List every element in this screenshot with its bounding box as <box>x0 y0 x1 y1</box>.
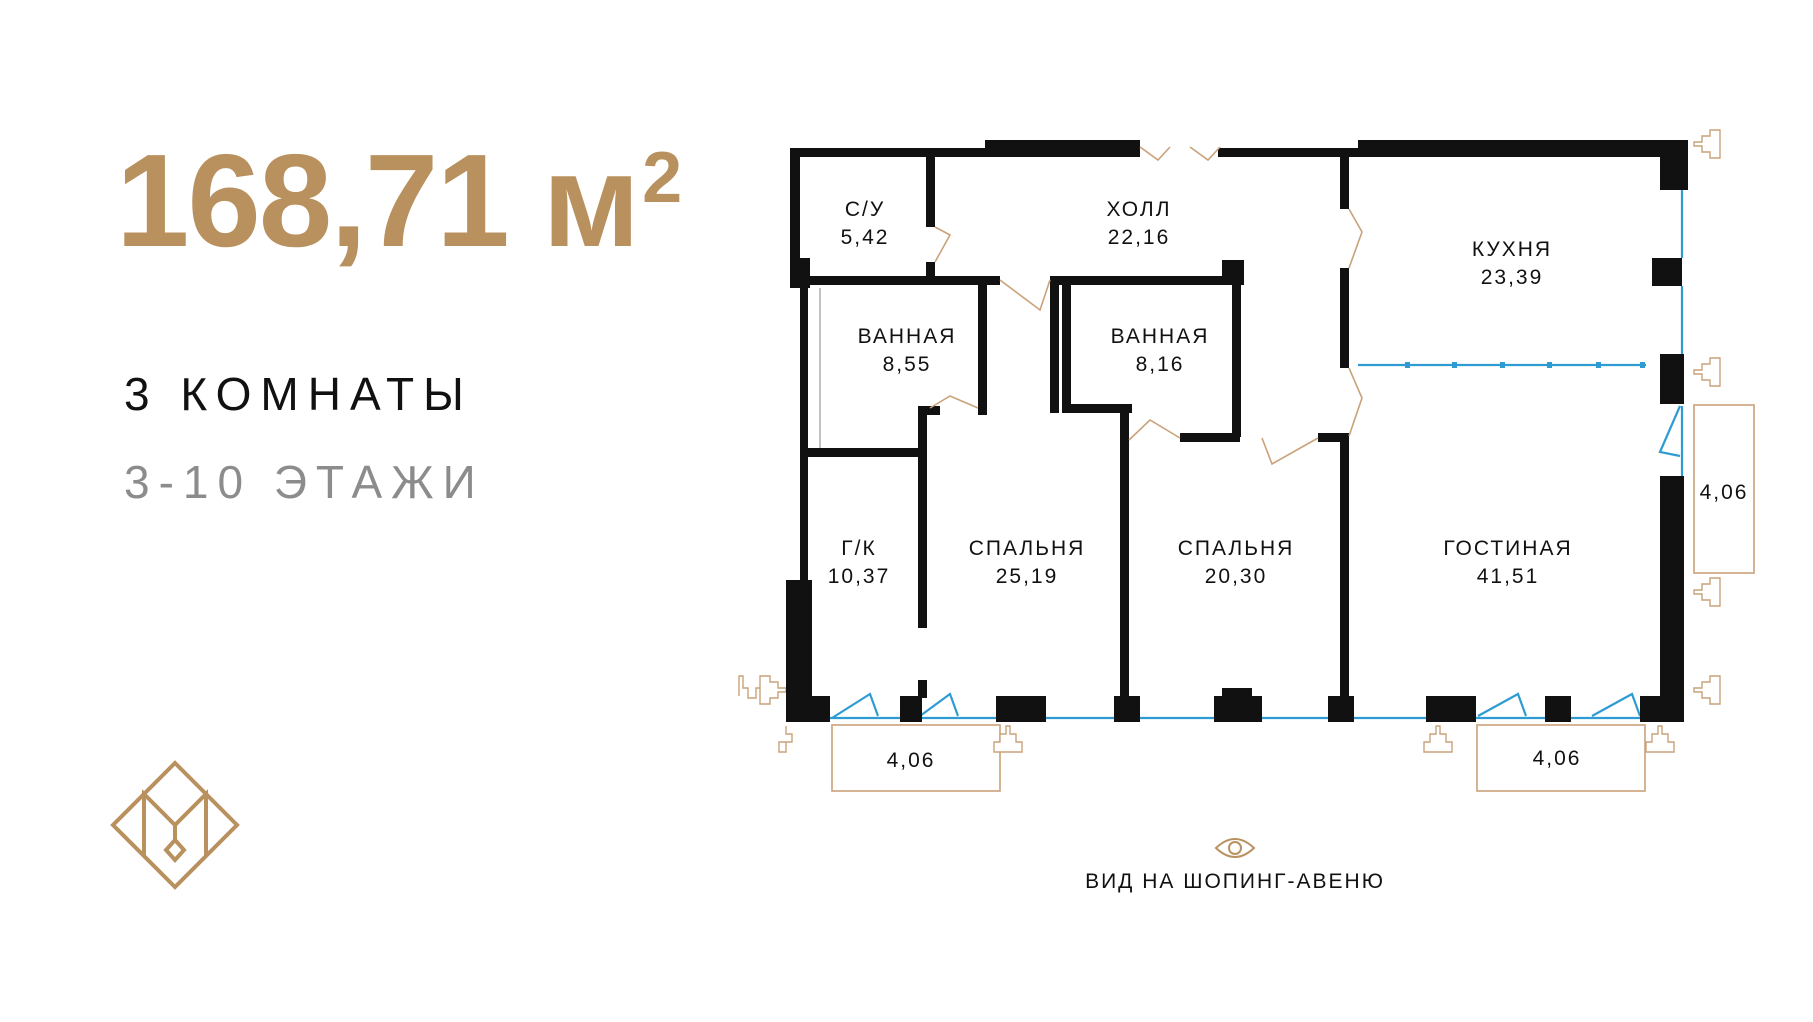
room-living-area: 41,51 <box>1477 565 1540 588</box>
door <box>1139 146 1171 162</box>
rooms-count: 3 КОМНАТЫ <box>124 368 473 420</box>
room-bed1-name: СПАЛЬНЯ <box>969 537 1086 560</box>
door <box>999 279 1051 312</box>
windows <box>830 190 1684 720</box>
pilaster <box>1693 577 1721 607</box>
room-bed2-name: СПАЛЬНЯ <box>1178 537 1295 560</box>
window-leaf <box>919 692 960 717</box>
area-value: 168,71 м <box>116 127 640 274</box>
door <box>1348 367 1363 437</box>
facade-pilasters <box>738 129 1721 753</box>
balcony-bottom-right <box>1476 724 1646 792</box>
pilaster <box>738 675 762 699</box>
room-bath1-area: 8,55 <box>883 353 932 376</box>
walls <box>786 140 1688 722</box>
room-hall-area: 22,16 <box>1108 226 1171 249</box>
door <box>934 226 952 263</box>
room-hall-name: ХОЛЛ <box>1107 198 1172 221</box>
doors <box>929 146 1363 466</box>
pilaster <box>1645 725 1675 753</box>
window-mullions <box>1405 362 1645 368</box>
pilaster <box>993 725 1023 753</box>
pilaster <box>759 675 787 705</box>
room-bed1-area: 25,19 <box>996 565 1059 588</box>
door <box>1189 146 1221 162</box>
pilaster <box>778 726 793 753</box>
door <box>1128 419 1181 441</box>
room-living-name: ГОСТИНАЯ <box>1443 537 1572 560</box>
balcony-bottom-right-area: 4,06 <box>1533 747 1582 770</box>
window-leaf <box>1658 405 1682 458</box>
window-leaf <box>1477 692 1528 717</box>
view-label: ВИД НА ШОПИНГ-АВЕНЮ <box>1085 870 1385 893</box>
pilaster <box>1693 129 1721 159</box>
area-unit-superscript: 2 <box>642 138 682 218</box>
balconies <box>831 404 1755 792</box>
pilaster <box>1693 675 1721 705</box>
room-su-name: С/У <box>845 198 885 221</box>
eye-icon <box>1214 838 1256 858</box>
window-leaf <box>831 692 880 719</box>
room-bath2-name: ВАННАЯ <box>1111 325 1210 348</box>
room-kitchen-area: 23,39 <box>1481 266 1544 289</box>
pilaster <box>1423 725 1453 753</box>
balcony-right-area: 4,06 <box>1700 481 1749 504</box>
room-bath1-name: ВАННАЯ <box>858 325 957 348</box>
balcony-bottom-left-area: 4,06 <box>887 749 936 772</box>
door <box>929 395 979 409</box>
room-labels: С/У 5,42 ХОЛЛ 22,16 КУХНЯ 23,39 ВАННАЯ 8… <box>828 198 1749 772</box>
room-wardrobe-name: Г/К <box>841 537 876 560</box>
room-bed2-area: 20,30 <box>1205 565 1268 588</box>
apartment-area: 168,71 м2 <box>116 135 682 267</box>
brand-logo-icon <box>110 760 240 890</box>
door <box>1261 437 1319 466</box>
window-leaf <box>1591 692 1642 717</box>
balcony-bottom-left <box>831 724 1001 792</box>
floors-range: 3-10 ЭТАЖИ <box>124 456 485 508</box>
pilaster <box>1693 357 1721 387</box>
room-bath2-area: 8,16 <box>1136 353 1185 376</box>
room-kitchen-name: КУХНЯ <box>1472 238 1552 261</box>
door <box>1348 208 1363 269</box>
balcony-right <box>1693 404 1755 574</box>
room-su-area: 5,42 <box>841 226 890 249</box>
room-wardrobe-area: 10,37 <box>828 565 891 588</box>
